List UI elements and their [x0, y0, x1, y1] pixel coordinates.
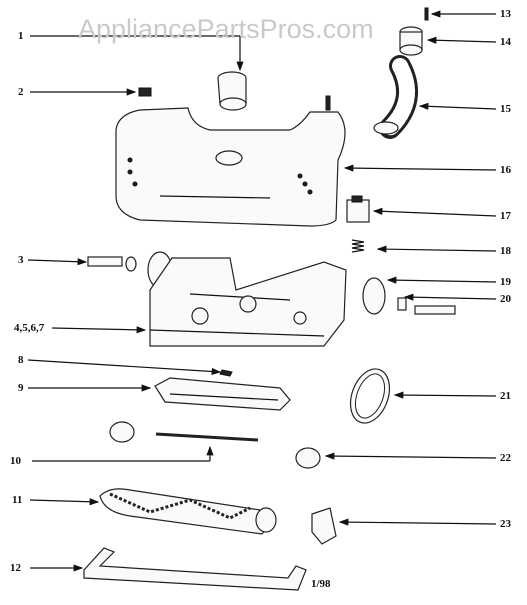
part-2-screw — [138, 87, 152, 97]
leader-20 — [403, 293, 497, 301]
part-23-latch — [311, 507, 337, 545]
part-17-valve — [346, 195, 370, 223]
leader-23 — [338, 518, 497, 526]
callout-18: 18 — [500, 245, 511, 257]
part-4567-base — [147, 251, 347, 347]
part-11-brush-roll — [99, 488, 277, 535]
part-18-spring — [351, 239, 365, 253]
leader-16 — [343, 164, 497, 172]
callout-4567: 4,5,6,7 — [14, 322, 45, 334]
leader-3 — [27, 258, 88, 266]
callout-21: 21 — [500, 390, 511, 402]
watermark: AppliancePartsPros.com — [78, 14, 374, 44]
callout-2: 2 — [18, 86, 24, 98]
part-21-belt — [349, 368, 391, 424]
callout-16: 16 — [500, 164, 511, 176]
part-9-bracket — [154, 377, 291, 411]
leader-8 — [27, 359, 222, 376]
callout-13: 13 — [500, 8, 511, 20]
leader-19 — [386, 276, 497, 284]
leader-21 — [393, 391, 497, 399]
part-14-coupling — [399, 26, 423, 56]
date-code: 1/98 — [311, 578, 331, 590]
part-15-hose — [373, 55, 418, 139]
leader-17 — [372, 207, 497, 217]
callout-1: 1 — [18, 30, 24, 42]
callout-20: 20 — [500, 293, 511, 305]
callout-22: 22 — [500, 452, 511, 464]
callout-3: 3 — [18, 254, 24, 266]
part-1-hose-connector — [217, 71, 247, 111]
callout-17: 17 — [500, 210, 511, 222]
callout-14: 14 — [500, 36, 511, 48]
part-19-wheel — [362, 277, 386, 315]
callout-9: 9 — [18, 382, 24, 394]
callout-10: 10 — [10, 455, 21, 467]
callout-12: 12 — [10, 562, 21, 574]
callout-19: 19 — [500, 276, 511, 288]
hood-screw — [325, 95, 331, 111]
leader-11 — [29, 498, 100, 506]
part-3-axle — [87, 256, 137, 272]
callout-11: 11 — [12, 494, 23, 506]
part-12-bumper — [83, 547, 307, 591]
leader-15 — [418, 102, 497, 110]
leader-22 — [324, 452, 497, 460]
part-10-rod — [109, 421, 321, 469]
leader-14 — [426, 36, 497, 44]
part-13-pin — [424, 7, 429, 21]
callout-15: 15 — [500, 103, 511, 115]
leader-18 — [376, 245, 497, 253]
callout-8: 8 — [18, 354, 24, 366]
leader-4567 — [51, 326, 147, 334]
part-8-clip — [219, 369, 233, 377]
callout-23: 23 — [500, 518, 511, 530]
part-16-hood — [115, 107, 346, 227]
part-20-axle — [397, 297, 456, 315]
